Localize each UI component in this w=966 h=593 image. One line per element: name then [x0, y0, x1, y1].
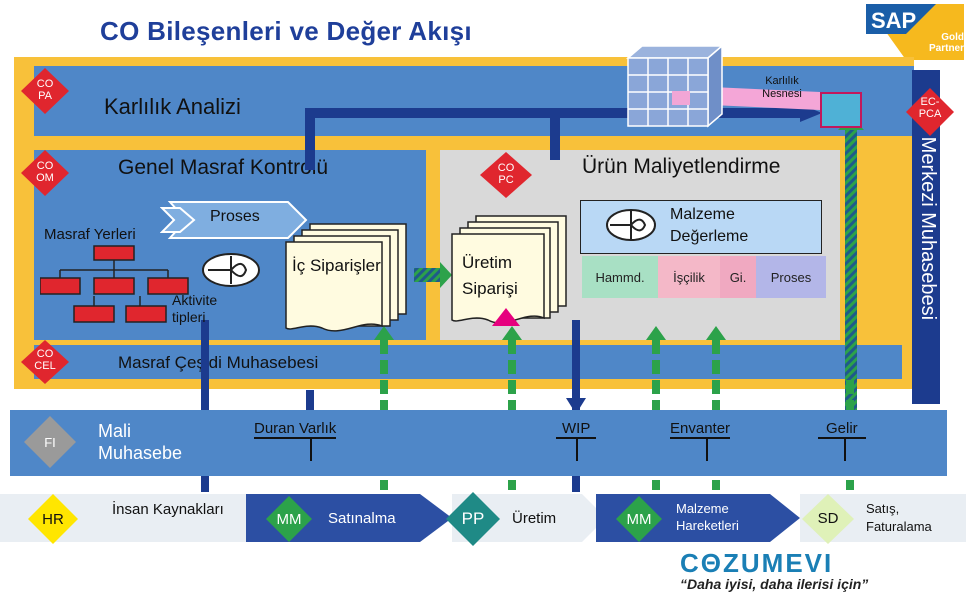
mali-muhasebe-label: Mali Muhasebe	[98, 421, 183, 463]
copa-diamond-icon	[21, 68, 69, 114]
karlilik-nesnesi-label: Karlılık Nesnesi	[762, 75, 802, 100]
cozumevi-logo: CΘZUMEVI	[680, 548, 834, 578]
uretim-siparisi-doc-icon	[451, 215, 567, 326]
malzeme-degerleme-label: Malzeme Değerleme	[670, 206, 749, 245]
karlilik-analizi-label: Karlılık Analizi	[104, 94, 241, 119]
hr-diamond-icon	[28, 494, 78, 544]
mm1-label: MM	[276, 511, 302, 528]
karlilik-nesnesi-box	[820, 92, 862, 128]
copc-diamond-icon	[480, 152, 532, 198]
fi-account-duran-varlik: Duran Varlık	[254, 420, 374, 461]
t-account-stem	[576, 439, 578, 461]
page-title: CO Bileşenleri ve Değer Akışı	[100, 16, 472, 46]
cost-element-hammadde: Hammd.	[582, 256, 658, 298]
sd-label: SD	[817, 510, 839, 527]
sap-logo: SAP Gold Partner	[866, 4, 964, 60]
uretim-label: Üretim	[512, 510, 557, 527]
activity-icon	[202, 253, 260, 287]
duran-varlik-label: Duran Varlık	[254, 420, 337, 439]
fi-account-wip: WIP	[556, 420, 616, 461]
cost-element-gi: Gi.	[720, 256, 756, 298]
mm2-diamond-icon	[616, 496, 662, 542]
hr-label: HR	[42, 511, 64, 528]
ic-siparisler-label: İç Siparişler	[292, 256, 381, 275]
cube-icon	[625, 44, 724, 128]
mm1-diamond-icon	[266, 496, 312, 542]
t-account-stem	[310, 439, 312, 461]
gelir-label: Gelir	[818, 420, 866, 439]
ecpca-label: EC-PCA	[918, 96, 942, 120]
satis-faturalama-label: Satış, Faturalama	[866, 501, 932, 534]
malzeme-hareketleri-label: Malzeme Hareketleri	[676, 501, 739, 533]
envanter-label: Envanter	[670, 420, 731, 439]
satinalma-label: Satınalma	[328, 510, 396, 527]
urun-maliyet-label: Ürün Maliyetlendirme	[582, 155, 781, 178]
fi-account-envanter: Envanter	[670, 420, 760, 461]
mm2-label: MM	[626, 511, 652, 528]
uretim-siparisi-label: Üretim Siparişi	[462, 253, 518, 298]
aktivite-tipleri-label: Aktivite tipleri	[172, 292, 218, 325]
copc-label: CO PC	[497, 162, 515, 186]
ic-siparisler-doc-icon	[285, 223, 407, 332]
masraf-cesidi-panel	[34, 345, 902, 379]
masraf-yerleri-label: Masraf Yerleri	[44, 226, 136, 243]
cost-element-iscilik: İşçilik	[658, 256, 720, 298]
copa-label: CO PA	[36, 78, 54, 102]
com-diamond-icon	[21, 150, 69, 196]
slogan: “Daha iyisi, daha ilerisi için”	[680, 576, 869, 592]
t-account-stem	[706, 439, 708, 461]
wip-label: WIP	[556, 420, 597, 439]
ecpca-diamond-icon	[906, 88, 954, 136]
fi-diamond-icon	[24, 416, 76, 468]
mali-muhasebe-bar	[10, 410, 947, 476]
org-chart-icon	[40, 245, 189, 323]
proses-label: Proses	[210, 208, 260, 225]
valuation-icon	[606, 209, 656, 241]
cocel-diamond-icon	[21, 340, 69, 384]
t-account-stem	[844, 439, 846, 461]
fi-label: FI	[44, 435, 56, 450]
svg-text:SAP: SAP	[871, 8, 916, 33]
masraf-cesidi-label: Masraf Çeşidi Muhasebesi	[118, 353, 319, 372]
com-label: CO OM	[36, 160, 54, 184]
sd-diamond-icon	[802, 494, 854, 544]
kar-merkezi-label: Kar Merkezi Muhasebesi	[917, 100, 939, 321]
insan-kaynaklari-label: İnsan Kaynakları	[112, 501, 224, 518]
kar-merkezi-wrap: Kar Merkezi Muhasebesi	[916, 100, 939, 400]
pp-diamond-icon	[446, 492, 500, 546]
fi-account-gelir: Gelir	[818, 420, 888, 461]
cost-element-proses: Proses	[756, 256, 826, 298]
pp-label: PP	[461, 509, 485, 528]
gold-partner-badge: Gold Partner	[928, 32, 964, 54]
proses-arrow-icon	[160, 201, 308, 239]
genel-masraf-label: Genel Masraf Kontrolü	[118, 156, 329, 179]
cocel-label: CO CEL	[34, 348, 56, 372]
